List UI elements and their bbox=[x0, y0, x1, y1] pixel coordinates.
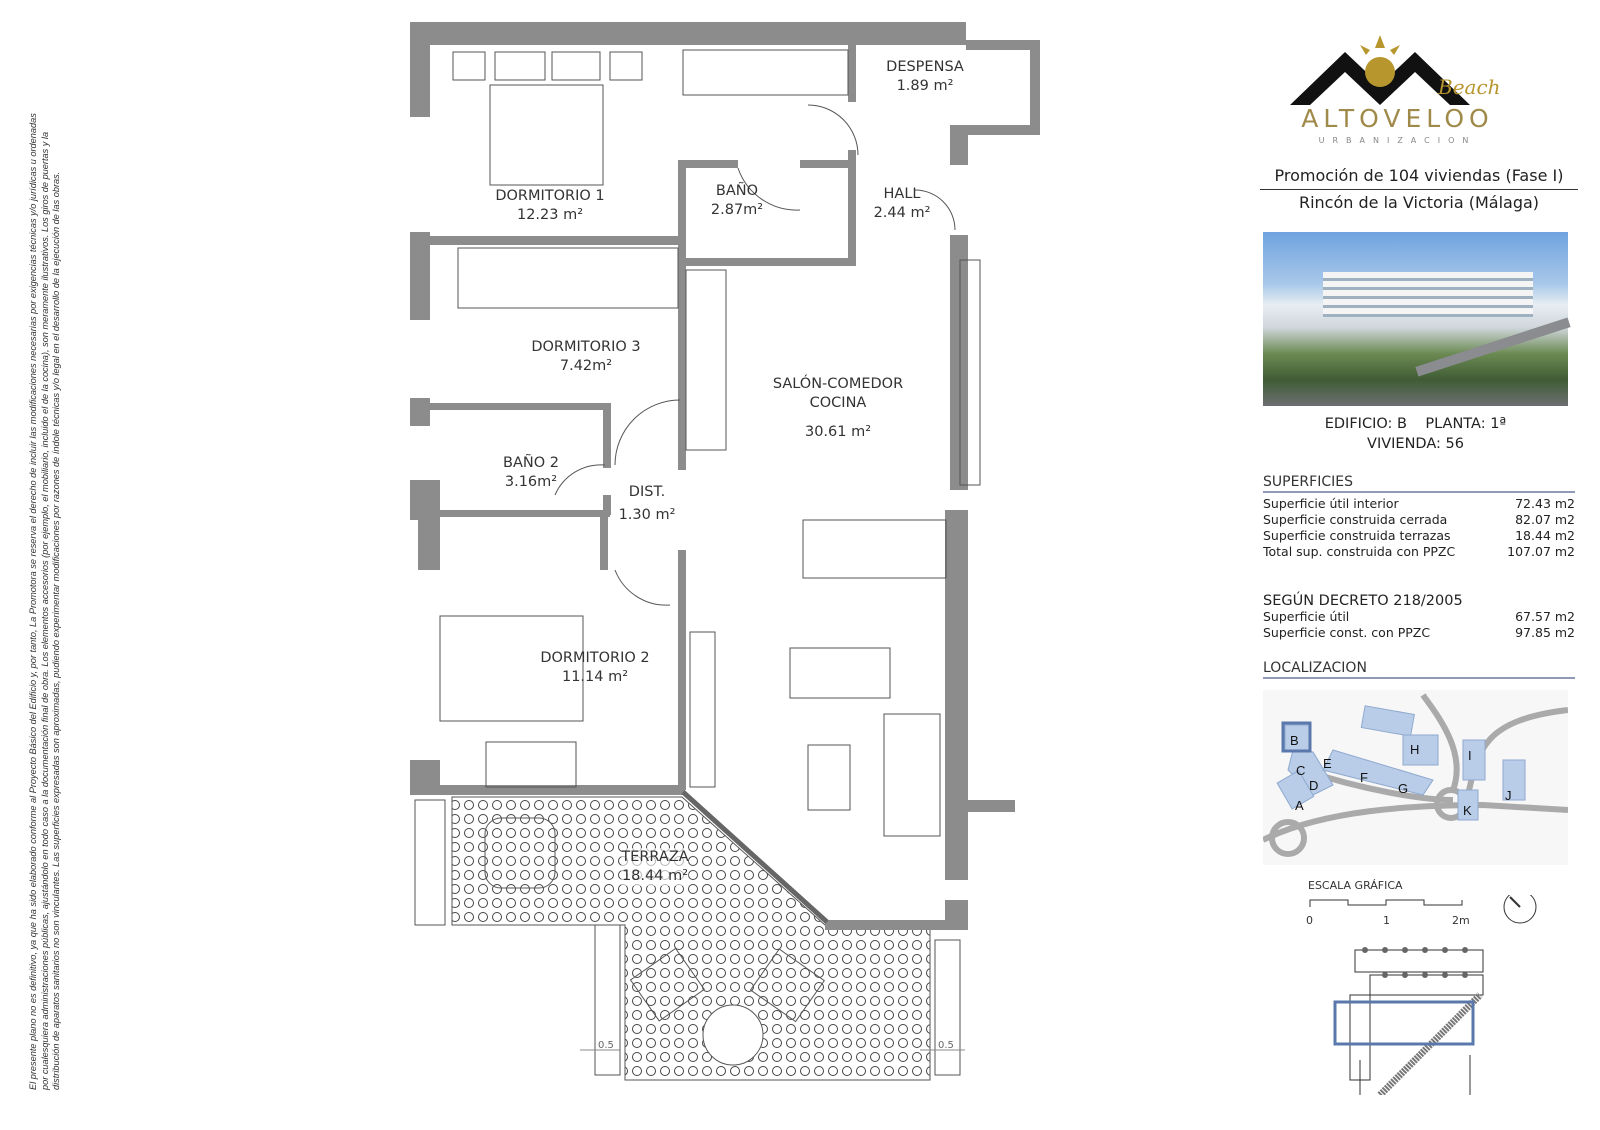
selected-building-marker bbox=[1281, 721, 1312, 753]
room-name: HALL bbox=[883, 186, 921, 202]
building-label: F bbox=[1360, 770, 1368, 785]
scale-tick: 1 bbox=[1383, 914, 1390, 927]
room-name-line1: SALÓN-COMEDOR bbox=[772, 376, 904, 392]
decreto-title: SEGÚN DECRETO 218/2005 bbox=[1263, 593, 1463, 609]
room-name: BAÑO 2 bbox=[503, 455, 559, 471]
terrace-floor bbox=[451, 796, 931, 1081]
room-name: DORMITORIO 3 bbox=[531, 339, 641, 355]
room-name-line2: COCINA bbox=[809, 395, 867, 411]
localizacion-title: LOCALIZACION bbox=[1263, 660, 1575, 679]
planta-label: PLANTA: bbox=[1425, 416, 1486, 432]
room-salon-comedor-cocina: SALÓN-COMEDOR COCINA 30.61 m² bbox=[773, 375, 903, 442]
room-area: 1.89 m² bbox=[896, 78, 954, 94]
building-label: C bbox=[1296, 763, 1305, 778]
room-bano: BAÑO 2.87m² bbox=[711, 182, 763, 220]
scale-bar: 0 1 2m bbox=[1306, 895, 1537, 927]
building-label: J bbox=[1505, 788, 1512, 803]
logo-tagline: URBANIZACION bbox=[1318, 136, 1477, 145]
room-name: DIST. bbox=[628, 484, 666, 500]
scale-tick: 0 bbox=[1306, 914, 1313, 927]
building-label: H bbox=[1410, 742, 1419, 757]
building-label: B bbox=[1290, 733, 1299, 748]
room-area: 12.23 m² bbox=[516, 207, 584, 223]
room-area: 30.61 m² bbox=[804, 424, 872, 440]
dimension-right: 0.5 bbox=[938, 1040, 954, 1051]
terrace-glazing bbox=[681, 790, 829, 924]
vivienda-value: 56 bbox=[1445, 436, 1464, 452]
building-label: D bbox=[1309, 778, 1318, 793]
promotion-title: Promoción de 104 viviendas (Fase I) bbox=[1274, 166, 1564, 185]
planta-value: 1ª bbox=[1490, 416, 1507, 432]
site-map: A B C D E F G H I J K bbox=[1263, 690, 1568, 865]
vivienda-label: VIVIENDA: bbox=[1367, 436, 1441, 452]
edificio-label: EDIFICIO: bbox=[1324, 416, 1393, 432]
building-label: A bbox=[1295, 798, 1304, 813]
furniture bbox=[414, 49, 981, 1076]
escala-title: ESCALA GRÁFICA bbox=[1308, 879, 1403, 892]
room-terraza: TERRAZA 18.44 m² bbox=[621, 848, 689, 886]
logo-mountains-icon bbox=[1290, 35, 1470, 105]
room-area: 3.16m² bbox=[504, 474, 558, 490]
building-render-photo bbox=[1263, 232, 1571, 406]
room-dormitorio-2: DORMITORIO 2 11.14 m² bbox=[540, 649, 649, 687]
building-label: I bbox=[1468, 748, 1472, 763]
room-dormitorio-1: DORMITORIO 1 12.23 m² bbox=[495, 187, 604, 225]
room-area: 2.44 m² bbox=[873, 205, 931, 221]
building-label: K bbox=[1463, 803, 1472, 818]
north-arrow-icon bbox=[1509, 896, 1521, 908]
building-section-diagram bbox=[1333, 947, 1484, 1095]
superficies-title: SUPERFICIES bbox=[1263, 474, 1575, 493]
walls bbox=[410, 22, 1040, 930]
room-area: 7.42m² bbox=[559, 358, 613, 374]
unit-highlight bbox=[1333, 1000, 1475, 1046]
room-dist: DIST. 1.30 m² bbox=[619, 483, 676, 525]
room-dormitorio-3: DORMITORIO 3 7.42m² bbox=[531, 338, 640, 376]
promotion-location: Rincón de la Victoria (Málaga) bbox=[1298, 193, 1540, 212]
logo-brand: ALTOVELOO bbox=[1301, 104, 1494, 133]
promotion-header: Promoción de 104 viviendas (Fase I) Rinc… bbox=[1260, 166, 1578, 212]
room-area: 18.44 m² bbox=[621, 868, 689, 884]
logo-script: Beach bbox=[1438, 75, 1501, 99]
room-name: TERRAZA bbox=[621, 849, 689, 865]
unit-info: EDIFICIO: B PLANTA: 1ª VIVIENDA: 56 bbox=[1263, 414, 1568, 454]
room-hall: HALL 2.44 m² bbox=[874, 185, 931, 223]
room-name: BAÑO bbox=[715, 183, 759, 199]
logo: Beach ALTOVELOO URBANIZACION bbox=[1290, 30, 1505, 150]
room-name: DORMITORIO 1 bbox=[495, 188, 605, 204]
localizacion-section: LOCALIZACION bbox=[1263, 660, 1575, 679]
building-label: E bbox=[1323, 756, 1332, 771]
room-name: DORMITORIO 2 bbox=[540, 650, 650, 666]
room-bano-2: BAÑO 2 3.16m² bbox=[503, 454, 559, 492]
room-area: 1.30 m² bbox=[618, 507, 676, 523]
scale-tick: 2m bbox=[1452, 914, 1470, 927]
dimension-left: 0.5 bbox=[598, 1040, 614, 1051]
room-area: 11.14 m² bbox=[561, 669, 629, 685]
room-area: 2.87m² bbox=[710, 202, 764, 218]
edificio-value: B bbox=[1397, 416, 1407, 432]
building-label: G bbox=[1398, 781, 1408, 796]
room-despensa: DESPENSA 1.89 m² bbox=[886, 58, 964, 96]
room-name: DESPENSA bbox=[886, 59, 964, 75]
